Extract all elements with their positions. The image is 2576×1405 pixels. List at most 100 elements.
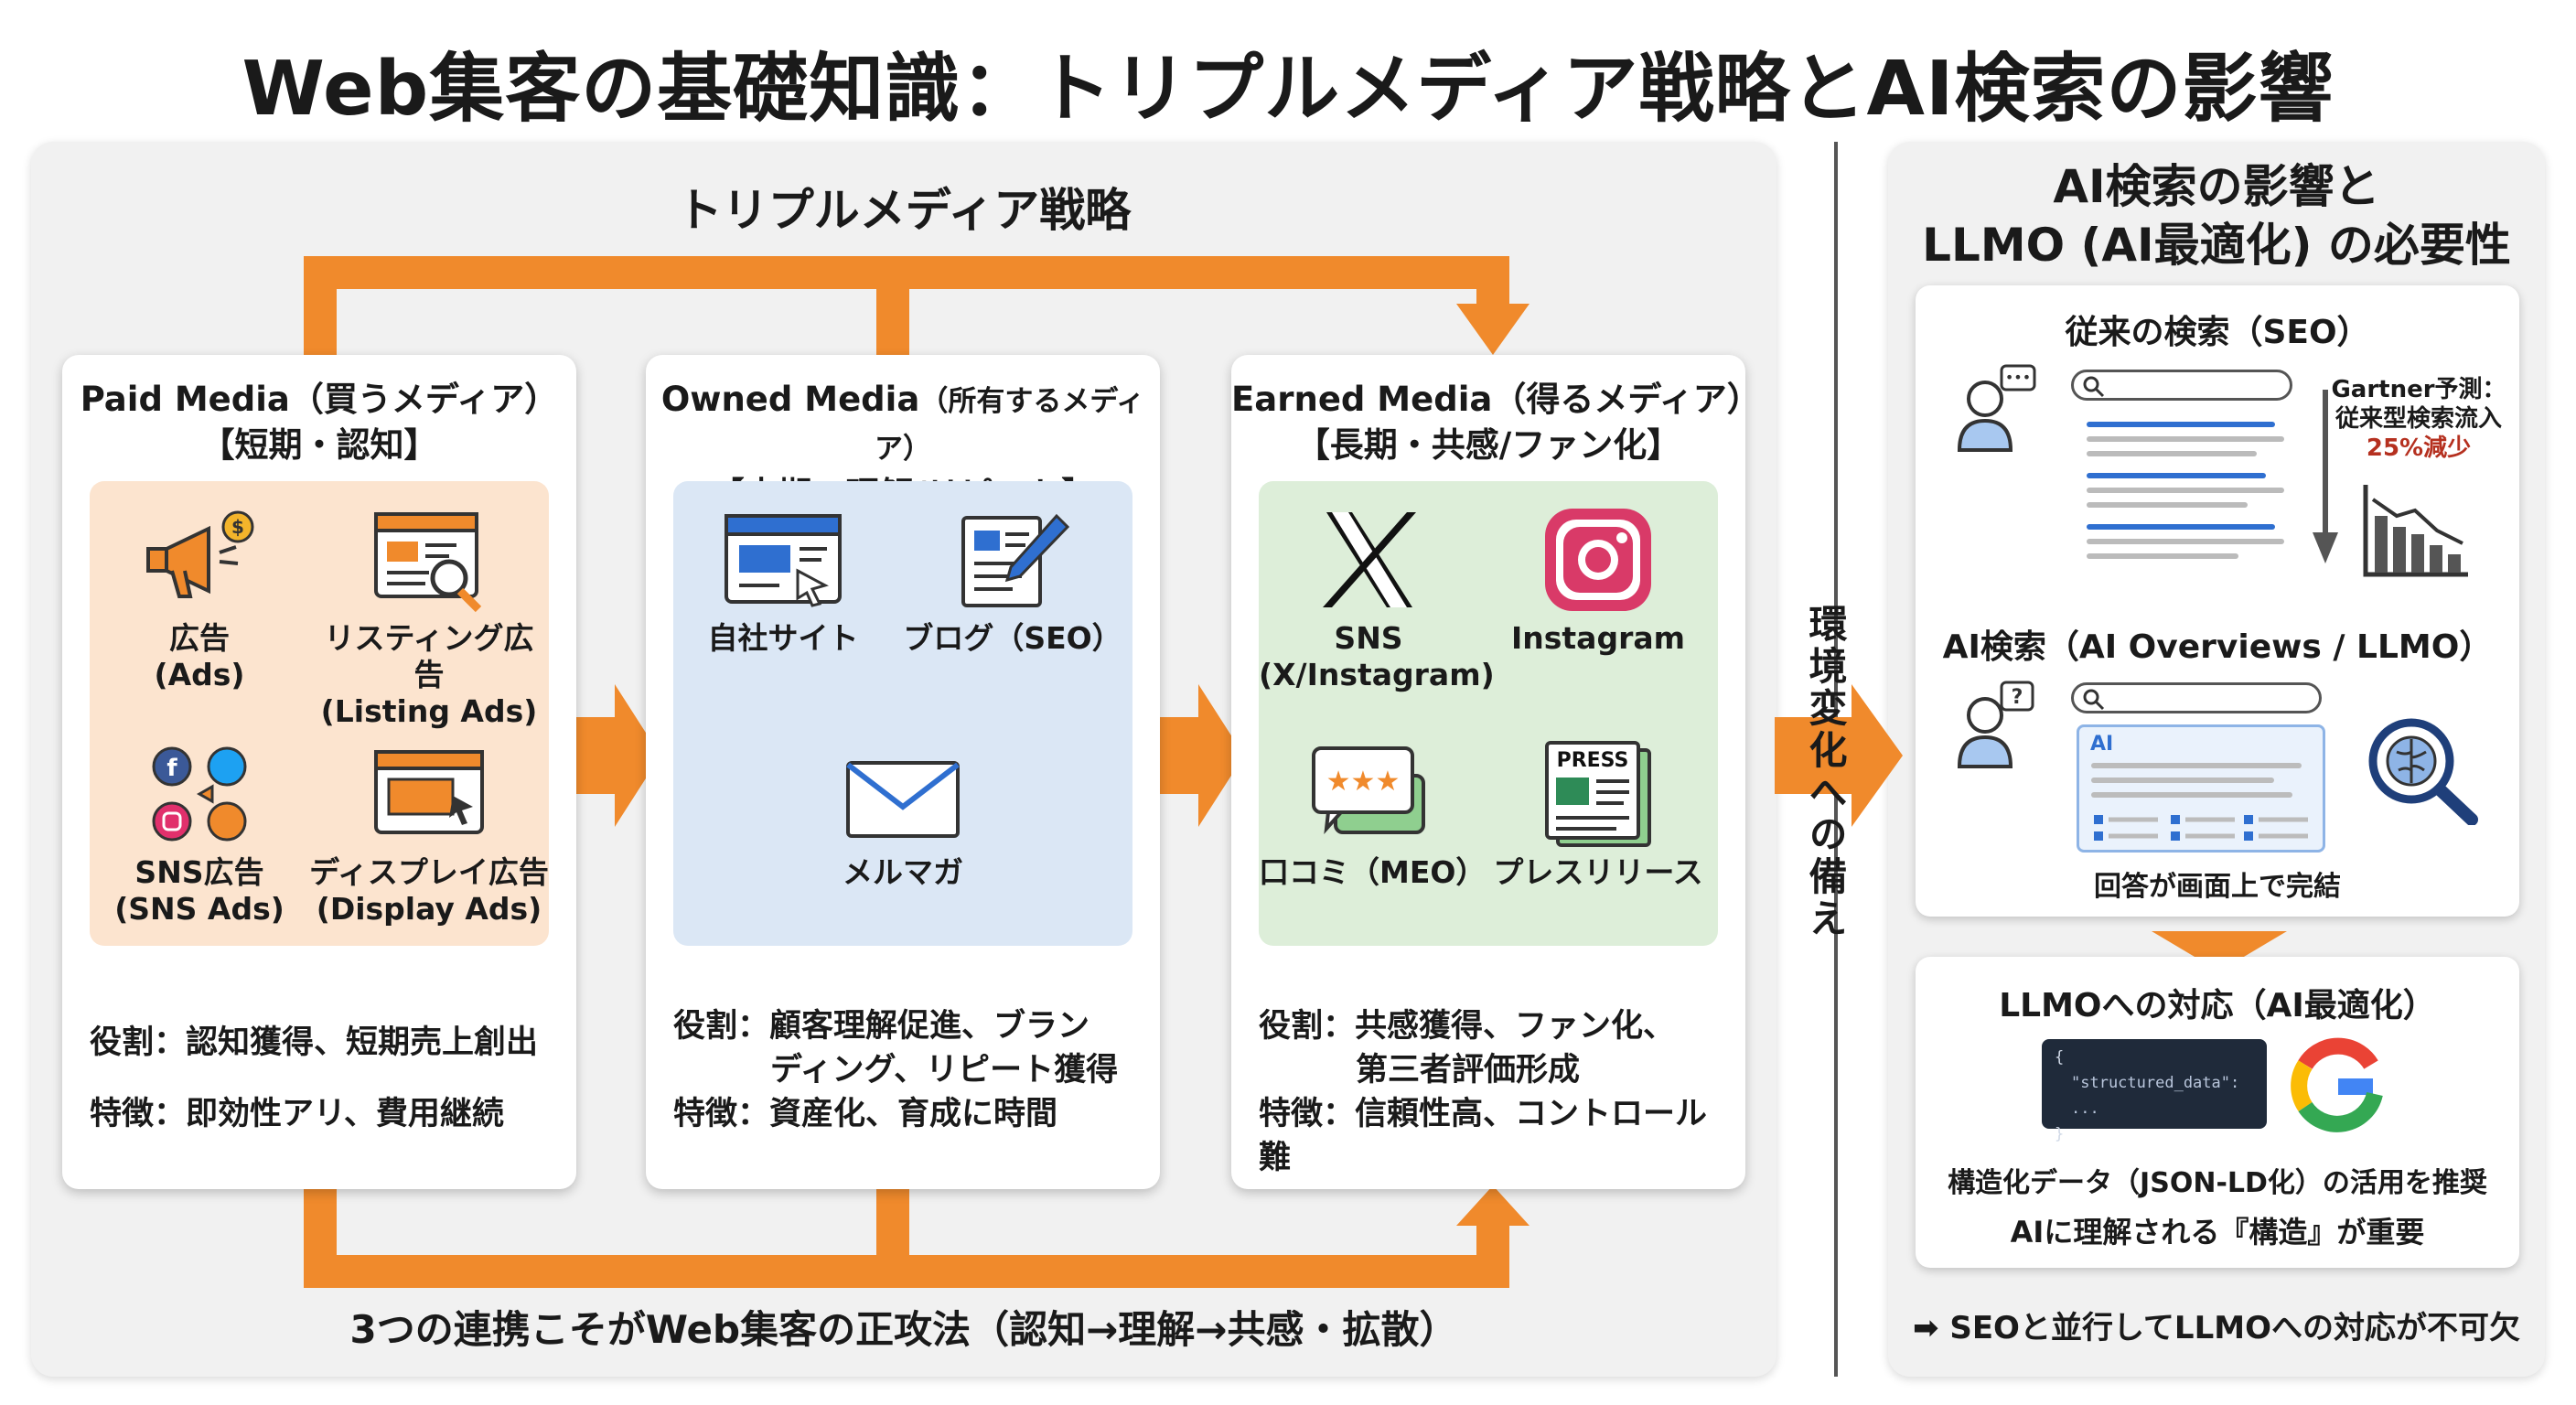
channel-instagram-label: Instagram: [1510, 620, 1685, 656]
ai-search-heading: AI検索の影響と LLMO (AI最適化) の必要性: [1888, 157, 2545, 274]
ai-overview-box: AI: [2077, 724, 2325, 853]
channel-listing-label: リスティング広告: [324, 620, 534, 692]
triple-media-footer: 3つの連携こそがWeb集客の正攻法（認知→理解→共感・拡散）: [349, 1307, 1458, 1352]
channel-website: 自社サイト: [673, 505, 893, 657]
google-icon: [2291, 1037, 2383, 1132]
transition-arrow: [1775, 684, 1903, 827]
earned-media-feature: 特徴：信頼性高、コントロール難: [1259, 1096, 1708, 1176]
channel-press-label: プレスリリース: [1493, 854, 1703, 890]
ai-caption: 回答が画面上で完結: [2094, 871, 2341, 903]
ai-brain-search-icon: [2368, 718, 2478, 825]
code-line3: }: [2055, 1125, 2065, 1143]
paid-media-subtitle: 【短期・認知】: [200, 425, 438, 465]
declining-chart-icon: [2363, 485, 2468, 577]
ai-heading-line1: AI検索の影響と: [2053, 160, 2380, 213]
owned-media-role-line1: 役割：顧客理解促進、ブラン: [673, 1008, 1090, 1045]
owned-media-role: 役割：顧客理解促進、ブラン ディング、リピート獲得: [673, 1004, 1149, 1092]
owned-to-earned-arrow: [1147, 684, 1244, 827]
owned-media-title-sub: （所有するメディア）: [875, 385, 1145, 466]
earned-media-role-line1: 役割：共感獲得、ファン化、: [1259, 1008, 1676, 1045]
llmo-title: LLMOへの対応（AI最適化）: [1999, 987, 2436, 1024]
earned-media-card: Earned Media（得るメディア） 【長期・共感/ファン化】 SNS (X…: [1231, 355, 1761, 1189]
channel-sns-label: SNS: [1334, 620, 1403, 656]
ai-heading-line2: LLMO (AI最適化) の必要性: [1922, 219, 2511, 272]
page-title: Web集客の基礎知識：トリプルメディア戦略とAI検索の影響: [242, 46, 2334, 133]
paid-media-feature: 特徴：即効性アリ、費用継続: [90, 1096, 504, 1132]
megaphone-icon: $: [146, 510, 254, 598]
press-icon: PRESS: [1545, 741, 1651, 847]
channel-sns-label: SNS広告: [134, 854, 264, 890]
channel-reviews-label: 口コミ（MEO）: [1259, 854, 1487, 890]
code-snippet: { "structured_data": ... }: [2042, 1039, 2267, 1143]
owned-media-feature: 特徴：資産化、育成に時間: [673, 1096, 1058, 1132]
svg-text:$: $: [231, 516, 244, 538]
search-icon: [2083, 689, 2105, 711]
press-badge: PRESS: [1557, 749, 1629, 772]
seo-title: 従来の検索（SEO）: [2065, 314, 2370, 351]
seo-search-box: [2071, 370, 2292, 401]
x-icon: [1323, 512, 1416, 607]
paid-media-role: 役割：認知獲得、短期売上創出: [90, 1024, 539, 1061]
svg-text:f: f: [166, 755, 177, 782]
channel-sns-sub: (X/Instagram): [1259, 657, 1495, 692]
channel-press: PRESS プレスリリース: [1478, 739, 1718, 891]
bottom-arrow-head: [1456, 1185, 1530, 1226]
llmo-structure-note: AIに理解される『構造』が重要: [2010, 1215, 2425, 1249]
search-icon: [2083, 376, 2105, 398]
channel-ads: $ 広告 (Ads): [90, 505, 309, 693]
channel-sns-ads: f SNS広告 (SNS Ads): [90, 739, 309, 928]
gartner-decline: 25%減少: [2366, 434, 2472, 462]
svg-text:?: ?: [2012, 686, 2023, 709]
channel-display-ads: ディスプレイ広告 (Display Ads): [309, 739, 549, 928]
channel-ads-sub: (Ads): [154, 657, 245, 692]
seo-result-lines: [2087, 422, 2284, 559]
website-icon: [724, 514, 842, 607]
channel-listing-sub: (Listing Ads): [320, 693, 538, 729]
ai-search-box: [2071, 682, 2322, 713]
llmo-card: LLMOへの対応（AI最適化） { "structured_data": ...…: [1916, 957, 2519, 1268]
social-icons: f: [152, 746, 247, 842]
paid-to-owned-arrow: [564, 684, 660, 827]
earned-media-role: 役割：共感獲得、ファン化、 第三者評価形成: [1259, 1004, 1734, 1092]
earned-media-role-line2: 第三者評価形成: [1356, 1052, 1581, 1089]
gartner-line1: Gartner予測：: [2331, 376, 2506, 403]
code-line1: {: [2055, 1048, 2065, 1067]
earned-media-title: Earned Media（得るメディア）: [1231, 380, 1761, 419]
mail-icon: [846, 761, 960, 838]
ai-overview-lines: [2091, 763, 2308, 841]
earned-media-channels: SNS (X/Instagram) Instagram ★★★ 口コミ（MEO）: [1259, 481, 1718, 946]
search-ad-icon: [374, 512, 482, 613]
review-icon: ★★★: [1312, 746, 1425, 835]
code-line2: "structured_data": ...: [2071, 1074, 2240, 1118]
llmo-recommendation: 構造化データ（JSON-LD化）の活用を推奨: [1948, 1167, 2487, 1199]
channel-ads-label: 広告: [169, 620, 230, 656]
triple-media-heading: トリプルメディア戦略: [676, 184, 1132, 237]
channel-display-label: ディスプレイ広告: [309, 854, 549, 890]
paid-media-title: Paid Media（買うメディア）: [80, 380, 559, 419]
blog-icon: [961, 513, 1070, 607]
svg-text:★★★: ★★★: [1326, 766, 1401, 798]
channel-sns-sub: (SNS Ads): [114, 891, 284, 927]
transition-label: 環境変化への備え: [1803, 604, 1848, 940]
ai-footer: ➡ SEOと並行してLLMOへの対応が不可欠: [1913, 1310, 2520, 1346]
channel-blog: ブログ（SEO）: [893, 505, 1132, 657]
channel-newsletter: メルマガ: [783, 748, 1023, 891]
seo-to-llmo-arrow: [2152, 931, 2287, 971]
channel-listing-ads: リスティング広告 (Listing Ads): [309, 505, 549, 730]
channel-instagram: Instagram: [1478, 505, 1718, 657]
owned-media-title-main: Owned Media: [660, 380, 920, 419]
decline-arrow-icon: [2313, 390, 2338, 563]
display-ad-icon: [374, 750, 484, 834]
user-question-icon: ?: [1957, 681, 2034, 768]
user-icon: •••: [1957, 364, 2036, 452]
channel-sns: SNS (X/Instagram): [1259, 505, 1495, 693]
paid-media-channels: $ 広告 (Ads) リスティング広告 (Listing Ads) f: [90, 481, 549, 946]
channel-blog-label: ブログ（SEO）: [903, 620, 1122, 656]
svg-text:•••: •••: [2005, 369, 2031, 386]
top-arrow-head: [1456, 304, 1530, 355]
owned-media-title: Owned Media（所有するメディア）: [646, 377, 1160, 472]
owned-media-channels: 自社サイト ブログ（SEO） メルマガ: [673, 481, 1132, 946]
channel-reviews: ★★★ 口コミ（MEO）: [1259, 739, 1487, 891]
channel-website-label: 自社サイト: [707, 620, 859, 656]
